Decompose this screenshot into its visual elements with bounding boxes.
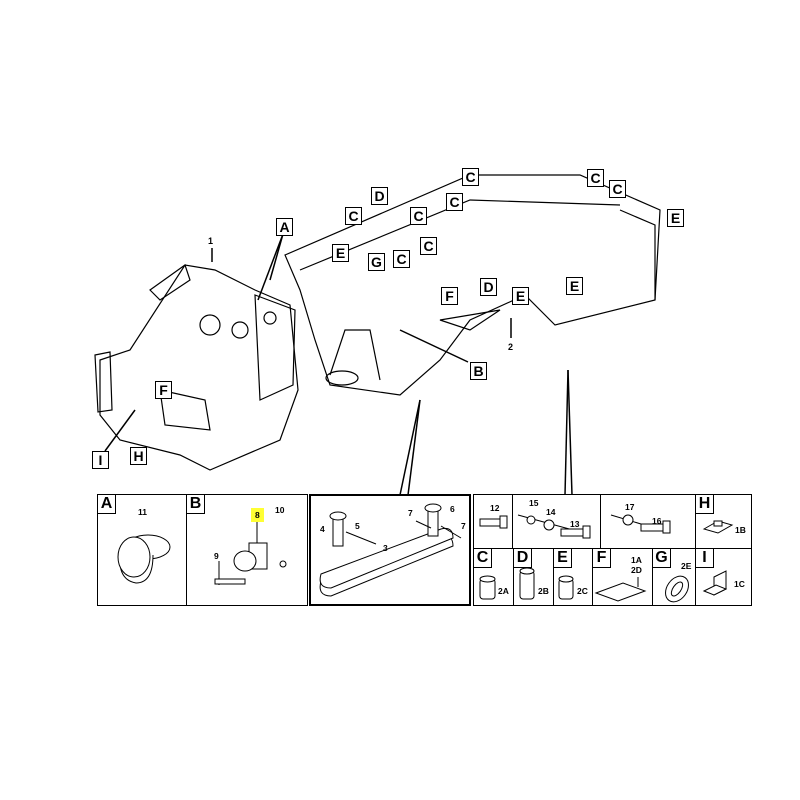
link-arm-icon: [319, 503, 462, 597]
parts-cell-a[interactable]: A 11: [97, 494, 188, 606]
callout-e[interactable]: E: [512, 287, 529, 305]
front-frame-drawing: [94, 264, 299, 471]
parts-cell-h[interactable]: H 1B: [695, 494, 752, 550]
parts-cell-link[interactable]: 3 4 5 6 7 7: [309, 494, 471, 606]
part-number: 5: [355, 521, 360, 531]
leader-lines: [104, 233, 573, 496]
callout-c[interactable]: C: [609, 180, 626, 198]
part-number: 15: [529, 498, 539, 508]
part-number: 3: [383, 543, 388, 553]
plate-nut-icon: [702, 520, 734, 534]
sleeve-icon: [519, 567, 535, 600]
angle-bracket-icon: [702, 570, 728, 596]
shim-plate-icon: [594, 577, 647, 602]
part-number: 2C: [577, 586, 588, 596]
part-number: 2D: [631, 565, 642, 575]
bushing-assembly-icon: [214, 517, 287, 585]
callout-c[interactable]: C: [462, 168, 479, 186]
callout-f[interactable]: F: [155, 381, 172, 399]
cell-tag: F: [592, 548, 611, 568]
bolt-washer-icon: [610, 514, 671, 534]
sleeve-icon: [558, 575, 574, 600]
callout-e[interactable]: E: [667, 209, 684, 227]
bolt-icon: [479, 515, 508, 529]
cell-tag: B: [186, 494, 205, 514]
callout-c[interactable]: C: [345, 207, 362, 225]
part-number: 11: [138, 507, 147, 517]
part-number: 16: [652, 516, 662, 526]
callout-d[interactable]: D: [371, 187, 388, 205]
part-number: 7: [461, 521, 466, 531]
callout-e[interactable]: E: [332, 244, 349, 262]
part-number: 12: [490, 503, 500, 513]
callout-h[interactable]: H: [130, 447, 147, 465]
parts-cell-bolt-13[interactable]: 15 14 13: [512, 494, 602, 550]
callout-a[interactable]: A: [276, 218, 293, 236]
part-number: 1C: [734, 579, 745, 589]
callout-c[interactable]: C: [587, 169, 604, 187]
part-number-highlighted[interactable]: 8: [251, 508, 264, 522]
cell-tag: A: [97, 494, 116, 514]
callout-d[interactable]: D: [480, 278, 497, 296]
cell-tag: D: [513, 548, 532, 568]
callout-c[interactable]: C: [446, 193, 463, 211]
part-number: 6: [450, 504, 455, 514]
parts-cell-bolt-12[interactable]: 12: [473, 494, 514, 550]
part-number: 4: [320, 524, 325, 534]
parts-cell-e[interactable]: E 2C: [553, 548, 594, 606]
part-number: 2E: [681, 561, 692, 571]
parts-cell-d[interactable]: D 2B: [513, 548, 555, 606]
sleeve-icon: [479, 575, 496, 600]
parts-cell-g[interactable]: G 2E: [652, 548, 697, 606]
assembly-number-2: 2: [508, 342, 514, 352]
callout-c[interactable]: C: [410, 207, 427, 225]
cell-tag: C: [473, 548, 492, 568]
parts-cell-b[interactable]: B 8 9 10: [186, 494, 308, 606]
callout-c[interactable]: C: [420, 237, 437, 255]
cell-tag: G: [652, 548, 671, 568]
parts-cell-bolt-16[interactable]: 17 16: [600, 494, 697, 550]
parts-cell-i[interactable]: I 1C: [695, 548, 752, 606]
part-number: 2A: [498, 586, 509, 596]
callout-g[interactable]: G: [368, 253, 385, 271]
bolt-nut-washer-icon: [517, 514, 591, 539]
part-number: 1A: [631, 555, 642, 565]
callout-f[interactable]: F: [441, 287, 458, 305]
cell-tag: H: [695, 494, 714, 514]
part-number: 2B: [538, 586, 549, 596]
part-number: 1B: [735, 525, 746, 535]
cell-tag: I: [695, 548, 714, 568]
part-number: 9: [214, 551, 219, 561]
part-number: 13: [570, 519, 580, 529]
cap-icon: [117, 534, 171, 584]
callout-i[interactable]: I: [92, 451, 109, 469]
parts-cell-f[interactable]: F 1A 2D: [592, 548, 654, 606]
callout-b[interactable]: B: [470, 362, 487, 380]
cell-tag: E: [553, 548, 572, 568]
callout-c[interactable]: C: [393, 250, 410, 268]
callout-e[interactable]: E: [566, 277, 583, 295]
assembly-number-1: 1: [208, 236, 214, 246]
part-number: 7: [408, 508, 413, 518]
part-number: 14: [546, 507, 556, 517]
part-number: 10: [275, 505, 285, 515]
parts-cell-c[interactable]: C 2A: [473, 548, 515, 606]
gasket-icon: [665, 575, 689, 603]
part-number: 17: [625, 502, 635, 512]
